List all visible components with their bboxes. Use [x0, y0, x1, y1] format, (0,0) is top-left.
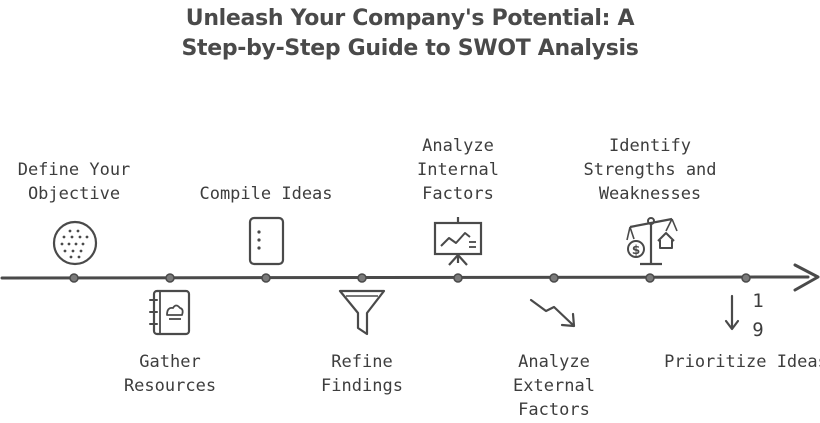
step-gather-resources-label: Gather Resources	[123, 352, 217, 396]
presentation-chart-icon	[433, 217, 483, 266]
step-identify-strengths-label: Identify Strengths and Weaknesses	[583, 136, 717, 204]
timeline-markers	[69, 273, 751, 283]
step-define-objective-label: Define Your Objective	[17, 160, 131, 204]
timeline-line	[0, 275, 810, 280]
notebook-icon	[149, 289, 191, 336]
step-refine-findings-label: Refine Findings	[321, 352, 403, 396]
timeline-marker	[357, 273, 367, 283]
trend-down-arrow-icon	[529, 298, 576, 328]
timeline-marker	[69, 273, 79, 283]
step-prioritize-ideas-label: Prioritize Ideas	[664, 352, 820, 372]
timeline-marker	[645, 273, 655, 283]
step-compile-ideas-label: Compile Ideas	[199, 184, 333, 204]
step-analyze-internal-label: Analyze Internal Factors	[417, 136, 499, 204]
timeline-marker	[549, 273, 559, 283]
timeline-marker	[261, 273, 271, 283]
timeline-arrowhead	[793, 263, 820, 292]
petri-dish-icon	[52, 220, 98, 266]
step-analyze-external-label: Analyze External Factors	[513, 352, 595, 420]
title-line-1: Unleash Your Company's Potential: A	[185, 6, 635, 31]
title-line-2: Step-by-Step Guide to SWOT Analysis	[181, 36, 639, 61]
document-icon	[248, 216, 285, 266]
svg-text:$: $	[632, 243, 640, 257]
sort-digit-top: 1	[752, 290, 763, 312]
timeline-marker	[453, 273, 463, 283]
balance-scale-icon: $	[626, 217, 678, 266]
sort-digit-bottom: 9	[752, 319, 763, 340]
funnel-icon	[338, 289, 386, 336]
sort-ascending-icon: 1 9	[724, 290, 764, 340]
timeline-marker	[741, 273, 751, 283]
timeline-marker	[165, 273, 175, 283]
